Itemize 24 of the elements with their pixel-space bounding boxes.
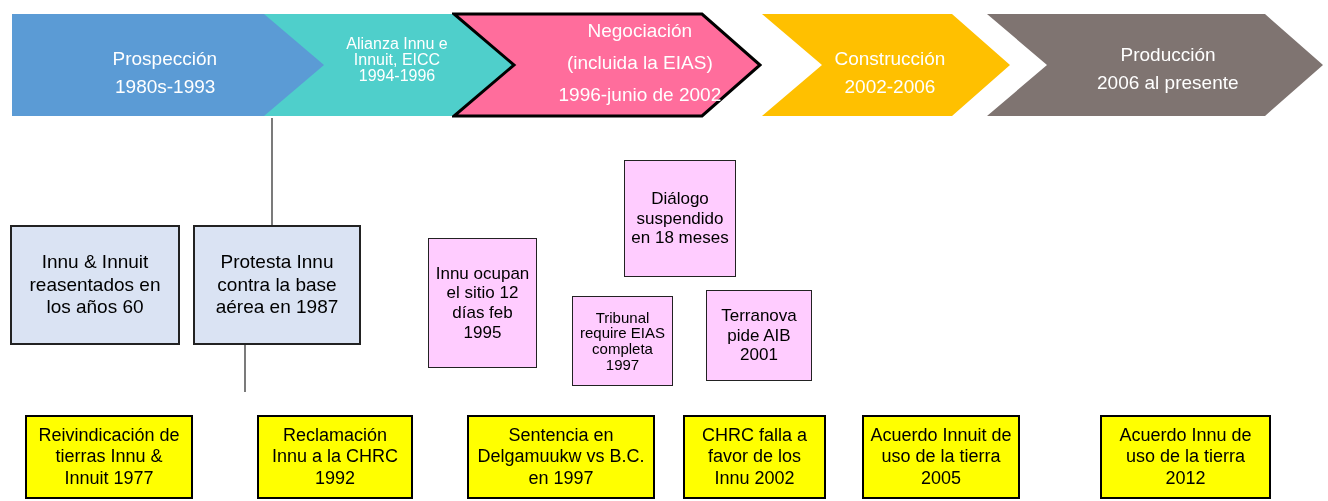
phase-name: Prospección — [112, 48, 218, 70]
phase-name: Negociación — [587, 20, 693, 42]
event-box: Innu ocupan el sitio 12 días feb 1995 — [428, 238, 537, 368]
event-box: Acuerdo Innuit de uso de la tierra 2005 — [862, 415, 1020, 499]
event-box: CHRC falla a favor de los Innu 2002 — [683, 415, 826, 499]
event-box: Diálogo suspendido en 18 meses — [624, 160, 736, 277]
event-box: Reclamación Innu a la CHRC 1992 — [257, 415, 413, 499]
connector-line — [271, 117, 273, 226]
event-box: Sentencia en Delgamuukw vs B.C. en 1997 — [467, 415, 655, 499]
phase-name: Producción — [1120, 44, 1216, 66]
date-range: 1980s-1993 — [115, 76, 216, 98]
date-range: 1996-junio de 2002 — [558, 84, 722, 106]
connector-line — [244, 344, 246, 393]
date-range: 2002-2006 — [844, 76, 936, 98]
phase-name: Construcción — [834, 48, 946, 70]
event-box: Tribunal require EIAS completa 1997 — [572, 296, 673, 386]
event-box: Protesta Innu contra la base aérea en 1987 — [193, 225, 361, 345]
event-box: Acuerdo Innu de uso de la tierra 2012 — [1100, 415, 1271, 499]
event-box: Innu & Innuit reasentados en los años 60 — [10, 225, 180, 345]
date-range: 2006 al presente — [1097, 72, 1239, 94]
event-box: Reivindicación de tierras Innu & Innuit 1977 — [25, 415, 193, 499]
phase-note: (incluida la EIAS) — [567, 52, 713, 74]
event-box: Terranova pide AIB 2001 — [706, 290, 812, 381]
phase-label: Alianza Innu e Innuit, EICC 1994-1996 — [345, 36, 449, 84]
